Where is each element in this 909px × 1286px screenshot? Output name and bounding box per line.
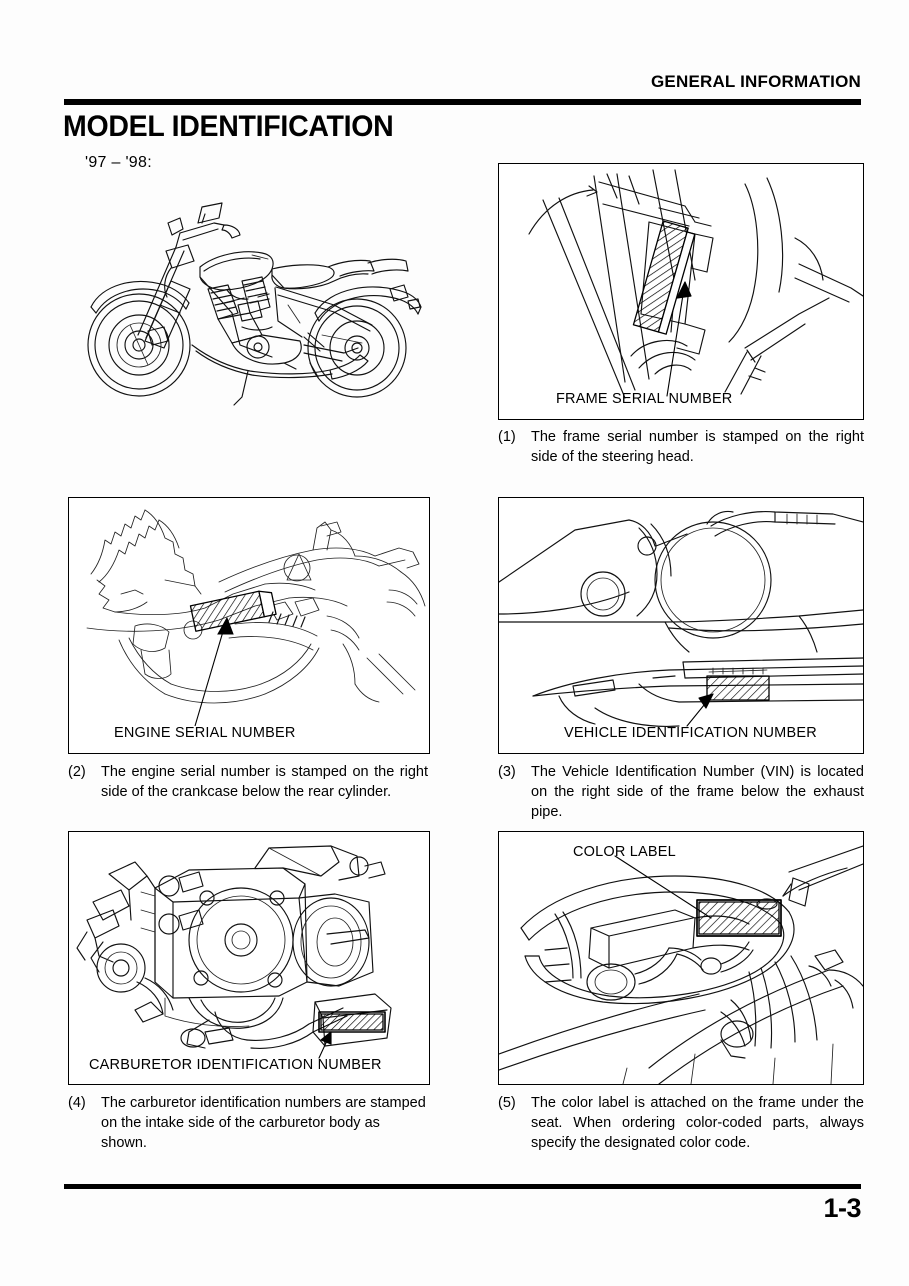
- caption-3-number: (3): [498, 764, 516, 780]
- caption-5-text: The color label is attached on the frame…: [531, 1095, 864, 1151]
- carburetor-identification-illustration: [76, 845, 392, 1059]
- caption-1-number: (1): [498, 429, 516, 445]
- caption-5-number: (5): [498, 1095, 516, 1111]
- footer-rule: [64, 1184, 861, 1189]
- caption-2: (2) The engine serial number is stamped …: [68, 762, 428, 802]
- caption-3: (3) The Vehicle Identification Number (V…: [498, 762, 864, 822]
- figure-label-color-label: COLOR LABEL: [573, 844, 676, 860]
- motorcycle-illustration: [87, 202, 422, 406]
- page-title: MODEL IDENTIFICATION: [63, 110, 394, 143]
- caption-4-number: (4): [68, 1095, 86, 1111]
- figure-label-carburetor-identification-number: CARBURETOR IDENTIFICATION NUMBER: [89, 1057, 382, 1073]
- figure-color-label: COLOR LABEL: [498, 831, 864, 1085]
- figure-label-frame-serial-number: FRAME SERIAL NUMBER: [556, 391, 733, 407]
- caption-1-text: The frame serial number is stamped on th…: [531, 429, 864, 465]
- page-number: 1-3: [823, 1193, 861, 1223]
- caption-4-text: The carburetor identification numbers ar…: [101, 1095, 426, 1151]
- figure-carburetor-identification-number: CARBURETOR IDENTIFICATION NUMBER: [68, 831, 430, 1085]
- figure-frame-serial-number: FRAME SERIAL NUMBER: [498, 163, 864, 420]
- vehicle-identification-number-illustration: [499, 510, 863, 727]
- caption-2-text: The engine serial number is stamped on t…: [101, 764, 428, 800]
- caption-4: (4) The carburetor identification number…: [68, 1093, 428, 1153]
- figure-motorcycle: [72, 185, 422, 420]
- figure-label-vehicle-identification-number: VEHICLE IDENTIFICATION NUMBER: [564, 725, 817, 741]
- model-year-subtitle: '97 – '98:: [85, 154, 152, 171]
- caption-2-number: (2): [68, 764, 86, 780]
- frame-serial-number-illustration: [528, 169, 863, 399]
- engine-serial-number-illustration: [86, 509, 426, 727]
- figure-engine-serial-number: ENGINE SERIAL NUMBER: [68, 497, 430, 754]
- caption-3-text: The Vehicle Identification Number (VIN) …: [531, 764, 864, 820]
- caption-1: (1) The frame serial number is stamped o…: [498, 427, 864, 467]
- header-rule: [64, 99, 861, 105]
- color-label-illustration: [499, 845, 863, 1084]
- running-head: GENERAL INFORMATION: [651, 72, 861, 91]
- figure-label-engine-serial-number: ENGINE SERIAL NUMBER: [114, 725, 296, 741]
- figure-vehicle-identification-number: VEHICLE IDENTIFICATION NUMBER: [498, 497, 864, 754]
- caption-5: (5) The color label is attached on the f…: [498, 1093, 864, 1153]
